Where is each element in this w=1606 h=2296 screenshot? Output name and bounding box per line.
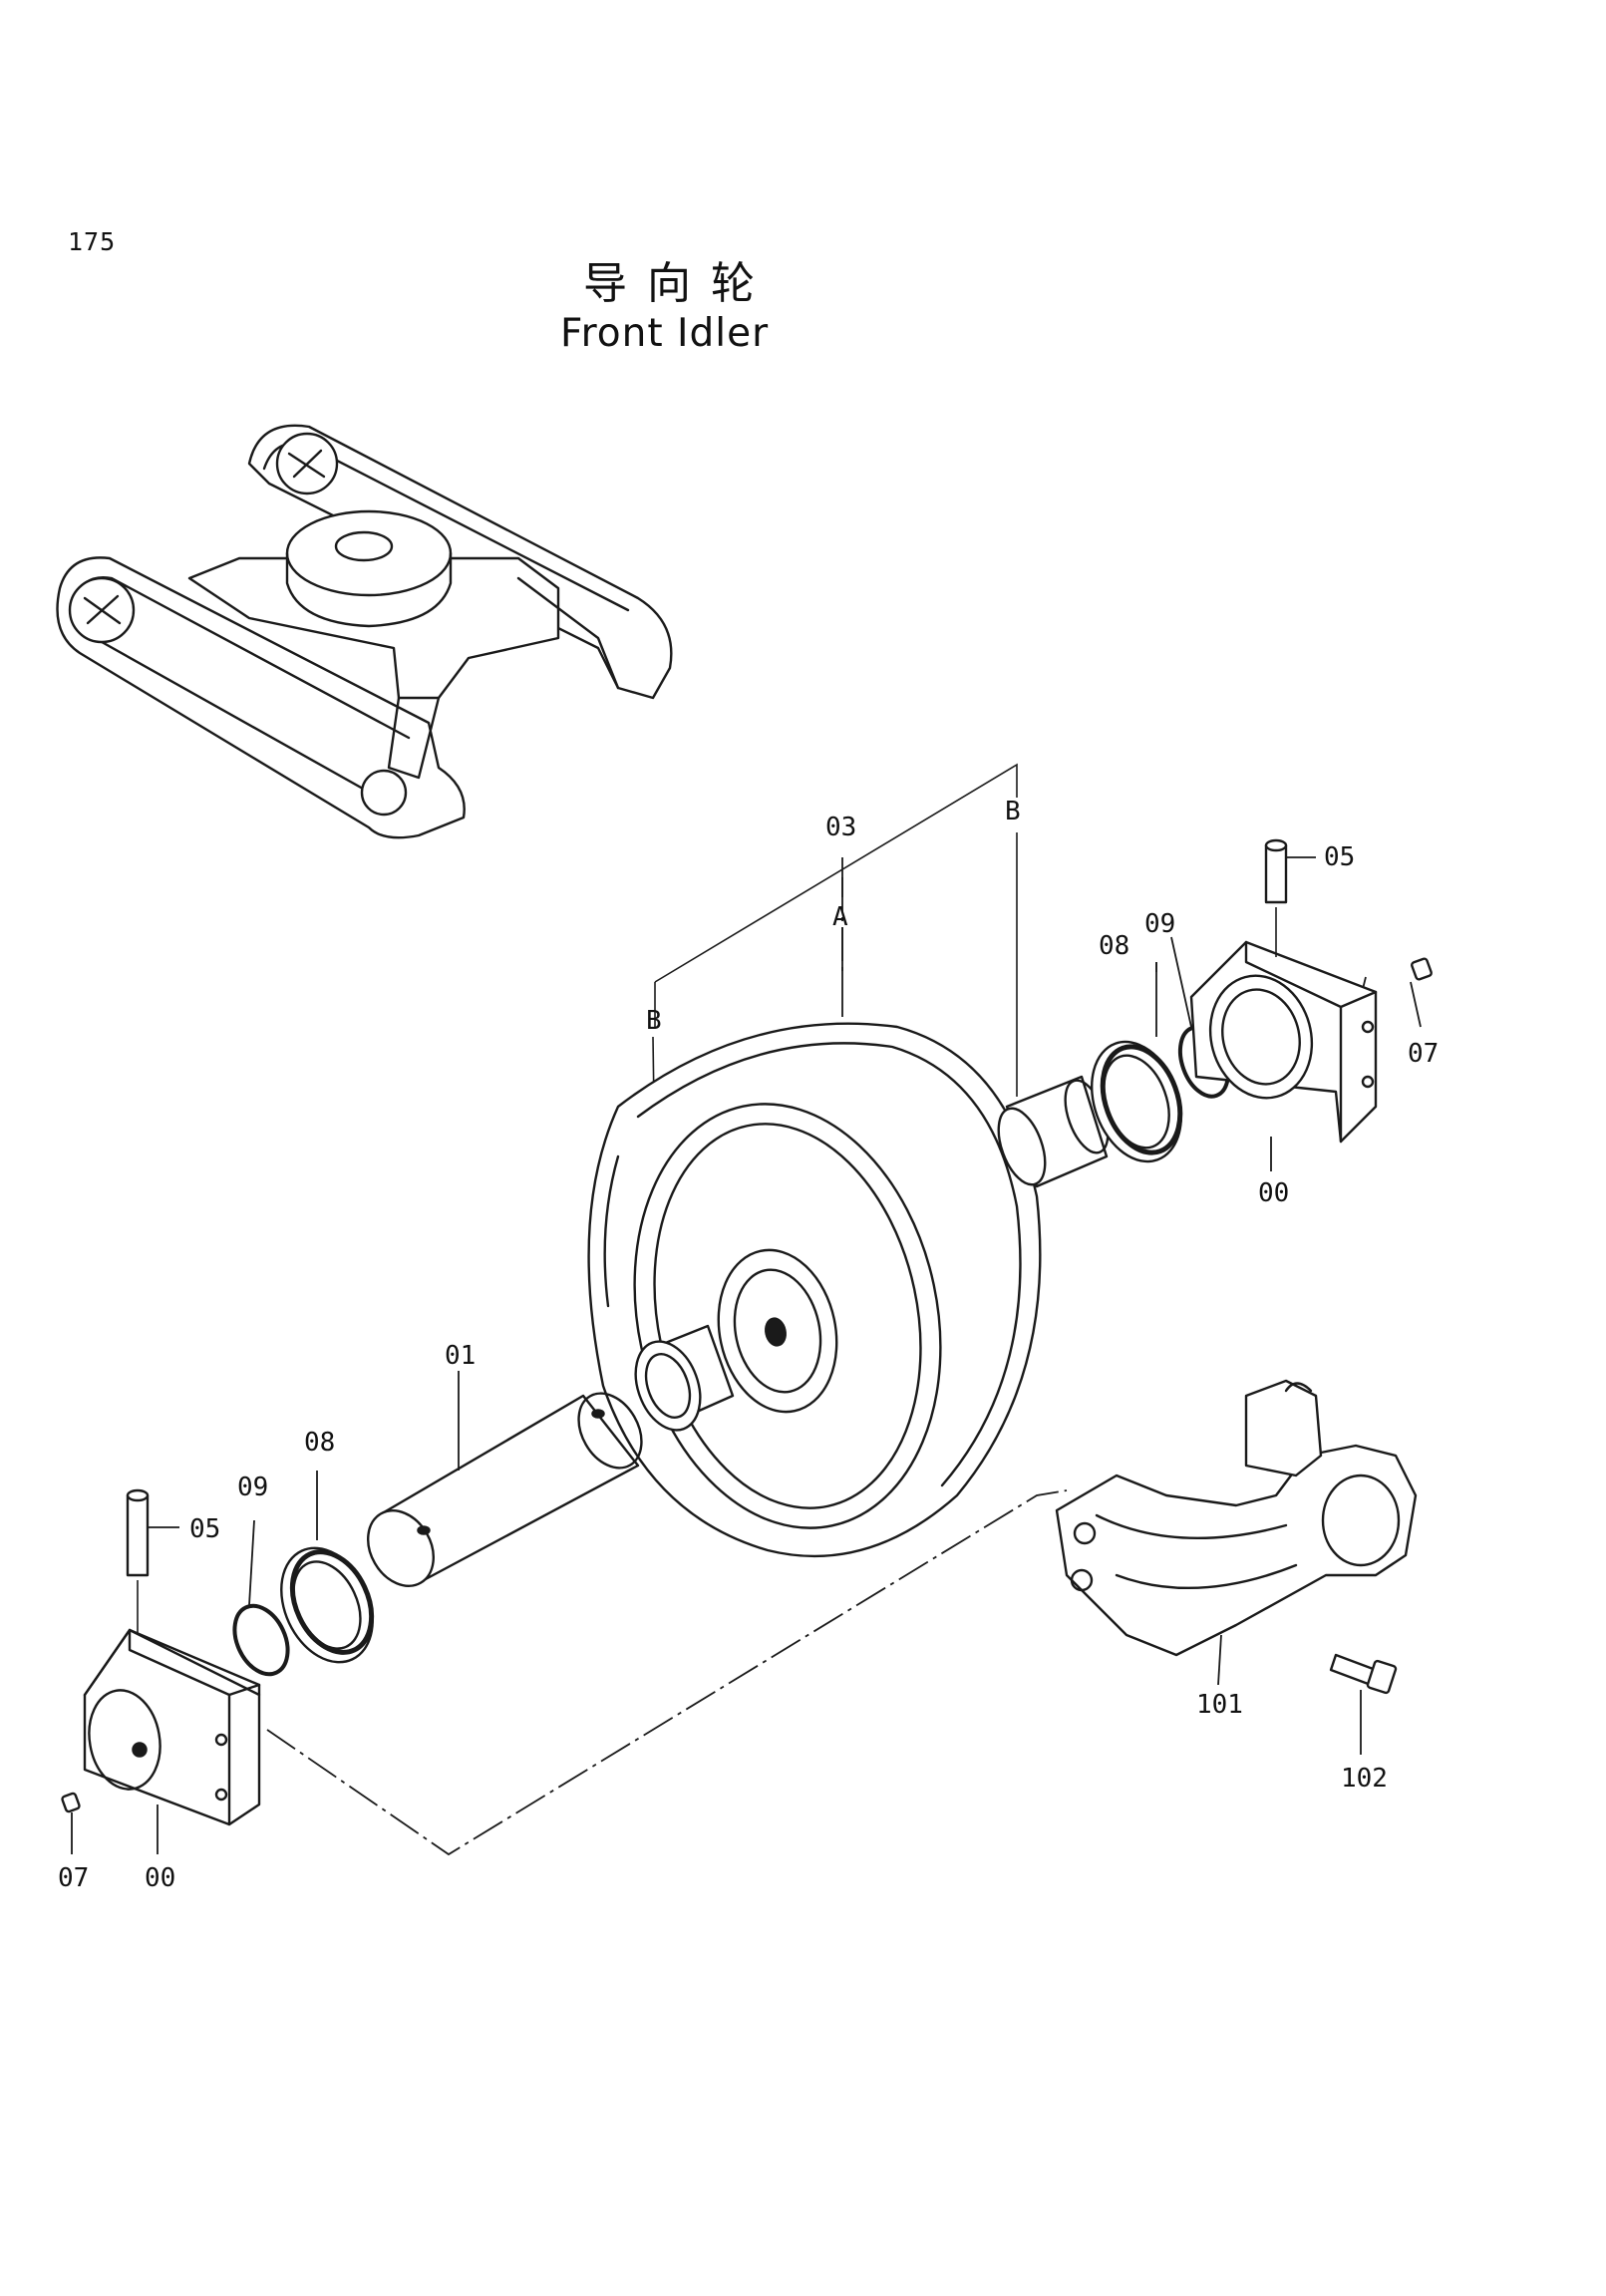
diagram-title-english: Front Idler xyxy=(560,311,770,356)
callout-00-right: 00 xyxy=(1258,1178,1289,1208)
bracket-part-101 xyxy=(1055,1379,1418,1657)
bolt-part-102 xyxy=(1329,1653,1398,1695)
callout-07-left: 07 xyxy=(58,1863,89,1893)
pin-left-part-05 xyxy=(126,1488,150,1635)
callout-05-left: 05 xyxy=(189,1514,220,1544)
callout-09-left: 09 xyxy=(237,1473,268,1502)
bushing-left xyxy=(634,1324,735,1432)
pin-right-part-05 xyxy=(1264,838,1288,957)
bushing-right xyxy=(997,1075,1110,1188)
callout-00-left: 00 xyxy=(145,1863,175,1893)
callout-A: A xyxy=(832,902,848,932)
page-number: 175 xyxy=(68,227,117,256)
callout-B-left: B xyxy=(646,1006,662,1036)
shaft-part-01 xyxy=(367,1392,643,1587)
leader-lines xyxy=(71,856,1422,1854)
plug-right-part-07 xyxy=(1411,957,1433,981)
bearing-block-right-part-00 xyxy=(1189,940,1378,1144)
bearing-block-left-part-00 xyxy=(83,1628,261,1826)
undercarriage-overview-illustration xyxy=(56,424,673,839)
plug-left-part-07 xyxy=(61,1792,81,1813)
callout-08-right: 08 xyxy=(1099,931,1129,961)
callout-08-left: 08 xyxy=(304,1428,335,1458)
floating-seal-left-part-08 xyxy=(280,1546,375,1664)
o-ring-left-part-09 xyxy=(232,1603,290,1677)
callout-labels: 03 A B B 05 08 09 07 00 01 08 09 05 07 0… xyxy=(58,797,1439,1893)
callout-B-right: B xyxy=(1005,797,1021,826)
floating-seal-right-part-08 xyxy=(1090,1040,1183,1163)
callout-102: 102 xyxy=(1341,1764,1388,1794)
callout-05-right: 05 xyxy=(1324,842,1355,872)
callout-03: 03 xyxy=(825,813,856,842)
idler-wheel-part-03 xyxy=(587,1022,1042,1558)
diagram-title-chinese: 导向轮 xyxy=(583,258,775,309)
callout-01: 01 xyxy=(445,1341,476,1371)
callout-09-right: 09 xyxy=(1144,909,1175,939)
callout-101: 101 xyxy=(1196,1690,1243,1720)
callout-07-right: 07 xyxy=(1408,1039,1439,1069)
